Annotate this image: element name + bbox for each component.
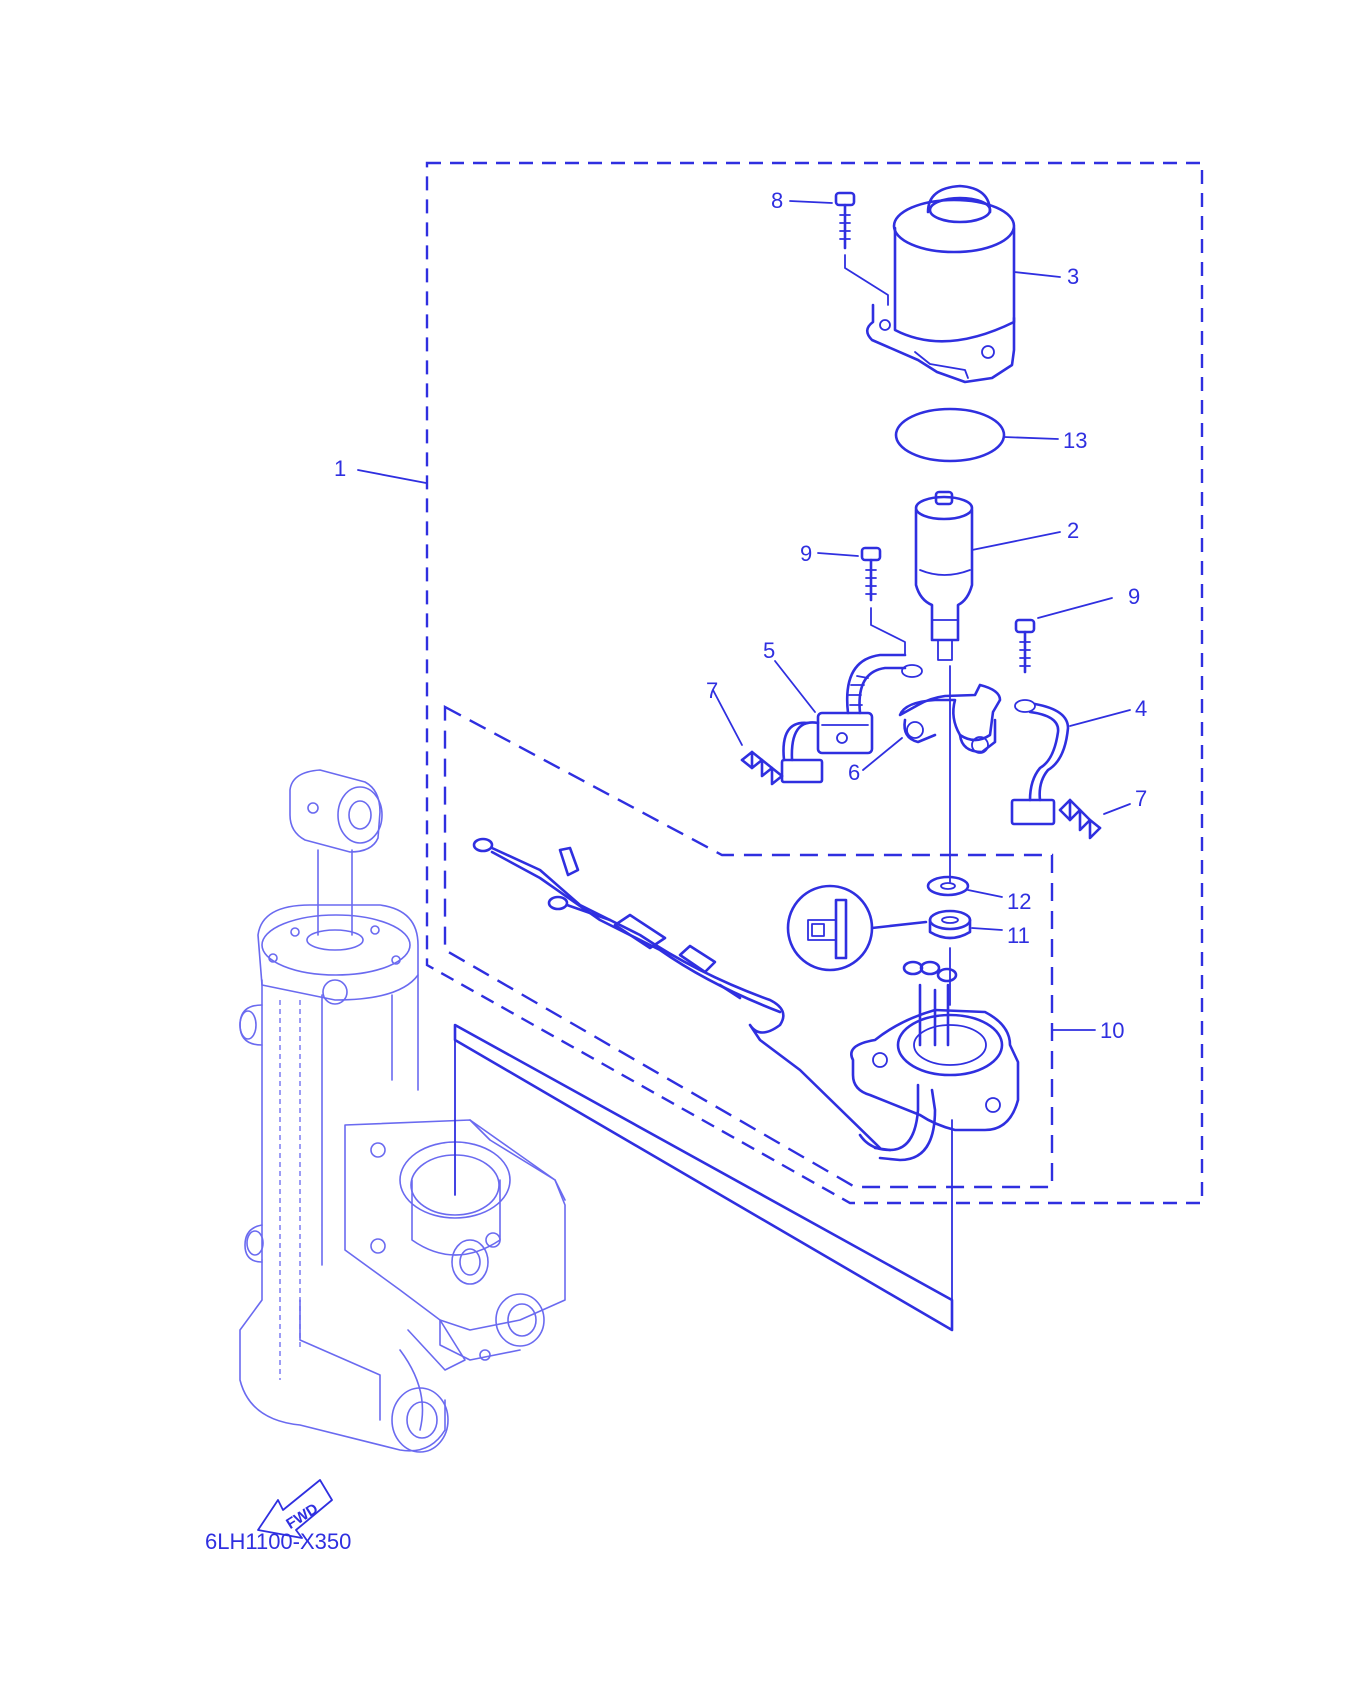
drawing-code: 6LH1100-X350 (205, 1529, 351, 1554)
brush-lead-part-4 (1010, 699, 1131, 826)
callout-8: 8 (771, 188, 783, 213)
assembly-1-boundary (425, 161, 1204, 1205)
o-ring-part-13 (894, 407, 1059, 463)
seal-detail-magnifier (786, 884, 874, 972)
stator-base-part-10 (850, 960, 1096, 1162)
callout-1-leader (357, 469, 427, 484)
callout-10: 10 (1100, 1018, 1124, 1043)
callout-3: 3 (1067, 264, 1079, 289)
brush-holder-part-5 (774, 653, 923, 784)
callout-1: 1 (334, 456, 346, 481)
callout-7-right: 7 (1135, 786, 1147, 811)
callout-9-right: 9 (1128, 584, 1140, 609)
assembly-10-boundary (443, 704, 1054, 1189)
spring-part-7-right (1058, 798, 1131, 840)
callout-5: 5 (763, 638, 775, 663)
bolt-part-9-right (1014, 597, 1113, 674)
fwd-arrow-icon (257, 1479, 333, 1539)
spring-part-7-left (712, 689, 784, 786)
callout-13: 13 (1063, 428, 1087, 453)
wire-harness (472, 837, 892, 1152)
callout-9-left: 9 (800, 541, 812, 566)
bolt-part-9-left (817, 546, 906, 656)
callout-12: 12 (1007, 889, 1031, 914)
washer-part-12 (926, 875, 1003, 898)
base-mount-leader (453, 1023, 954, 1332)
callout-11: 11 (1007, 923, 1030, 948)
tilt-cylinder-assembly: FWD (239, 769, 566, 1539)
callout-7-left: 7 (706, 678, 718, 703)
armature-part-2 (914, 490, 1061, 661)
callout-4: 4 (1135, 696, 1147, 721)
motor-part-3 (865, 184, 1061, 384)
bolt-part-8 (789, 191, 889, 306)
callout-6: 6 (848, 760, 860, 785)
brush-plate-part-6 (862, 683, 1002, 771)
oil-seal-part-11 (786, 884, 1003, 972)
callout-2: 2 (1067, 518, 1079, 543)
